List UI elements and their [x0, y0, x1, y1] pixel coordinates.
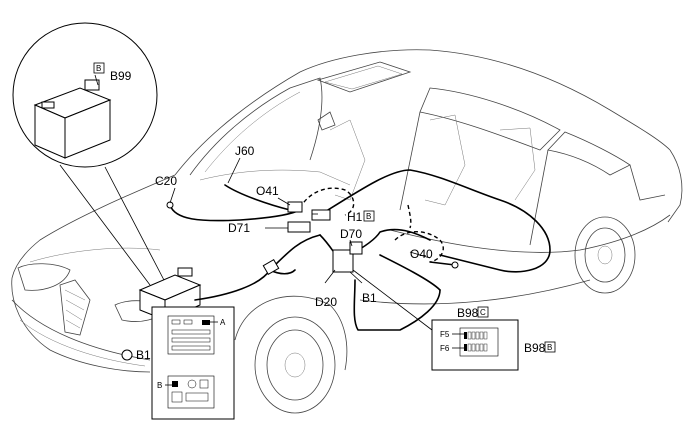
B98B-box-letter: B: [547, 343, 552, 352]
inline-connector: [262, 258, 280, 276]
label-leaders: [169, 157, 433, 331]
H1-box-letter: B: [366, 212, 371, 221]
label-B99: B99: [110, 69, 132, 83]
label-D70: D70: [340, 227, 362, 241]
label-H1: H1: [347, 210, 363, 224]
label-D71: D71: [228, 221, 250, 235]
component-D71: [287, 221, 311, 233]
relay-H1: [311, 209, 331, 221]
label-O41: O41: [256, 184, 279, 198]
fusebox-inset: A B: [151, 306, 235, 420]
lamp-O40: [451, 261, 459, 269]
B99-box-letter: B: [96, 64, 101, 73]
junction-B1-center: [332, 249, 354, 273]
connector-D70: [349, 241, 363, 255]
battery-B99-icon: [33, 74, 112, 159]
label-F5: F5: [440, 330, 450, 339]
label-J60: J60: [235, 144, 255, 158]
B98C-box-letter: C: [480, 308, 486, 317]
component-O41: [287, 201, 303, 213]
car-outline: [11, 49, 683, 414]
inset-label-B: B: [157, 381, 162, 390]
fuse-panel-B98-inset: B98 C F5 F6 B98 B: [431, 306, 556, 371]
label-B1-engine: B1: [136, 348, 151, 362]
wiring-harness: [169, 169, 551, 331]
label-B1-center: B1: [362, 291, 377, 305]
battery-callout: B B99: [12, 22, 166, 286]
inset-label-A: A: [220, 318, 226, 327]
label-D20: D20: [315, 295, 337, 309]
label-C20: C20: [155, 174, 177, 188]
label-B98B: B98: [524, 341, 546, 355]
label-B98C: B98: [457, 306, 479, 320]
label-F6: F6: [440, 344, 450, 353]
connector-B1-engine: [121, 349, 133, 361]
label-O40: O40: [410, 247, 433, 261]
